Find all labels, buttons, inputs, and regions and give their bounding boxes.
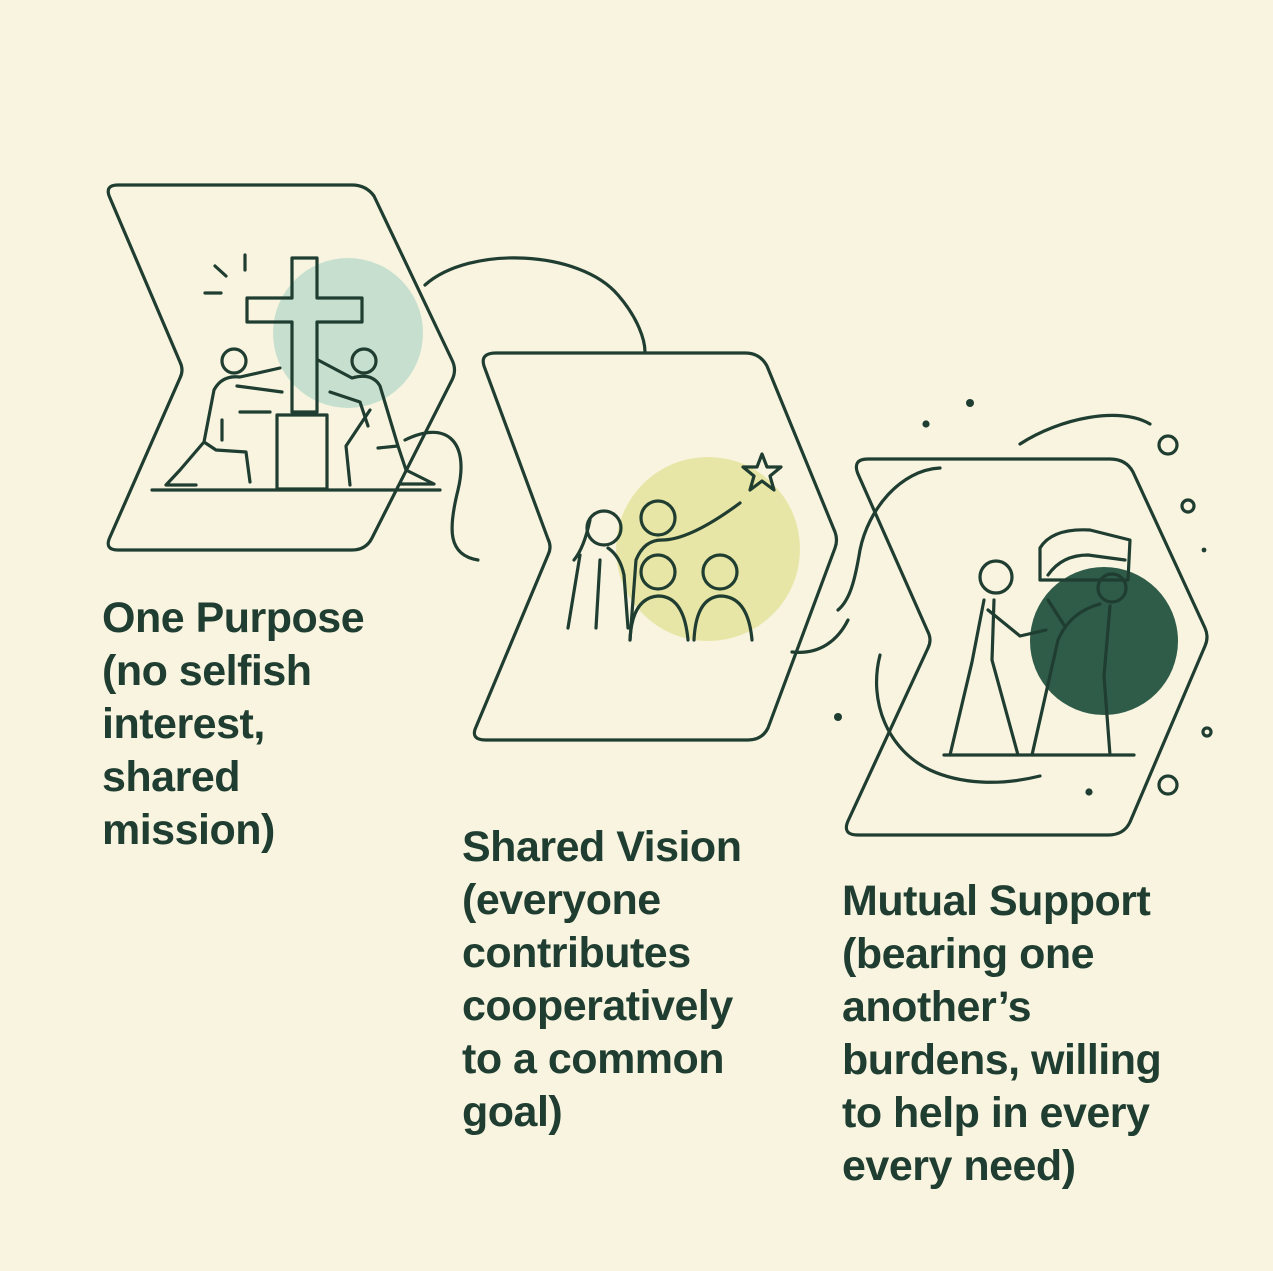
step-two-panel (472, 351, 839, 742)
step-two-caption: Shared Vision (everyone contributes coop… (462, 823, 742, 1136)
decor-ring (1201, 726, 1213, 738)
chevron-frame (472, 351, 839, 742)
mint-accent-circle (273, 258, 423, 408)
decor-ring (1157, 434, 1179, 456)
connector-2-to-3 (836, 466, 942, 612)
dark-green-accent-circle (1030, 567, 1178, 715)
two-people-raising-cross-icon (150, 253, 442, 492)
connector-1-to-2-lower (403, 430, 480, 562)
step-one-panel (106, 183, 457, 552)
group-pointing-to-star-icon (566, 452, 783, 642)
connector-1-to-2 (423, 256, 647, 354)
swirl-line (875, 413, 1152, 784)
decor-ring (1180, 498, 1196, 514)
connector-2-to-3-lower (790, 618, 850, 654)
decor-ring (1157, 774, 1179, 796)
step-three-panel (844, 413, 1213, 837)
step-three-caption: Mutual Support (bearing one another’s bu… (842, 877, 1162, 1190)
step-one-caption: One Purpose (no selfish interest, shared… (102, 594, 365, 854)
chevron-frame (844, 457, 1209, 837)
decor-dots (834, 399, 1207, 796)
chevron-frame (106, 183, 457, 552)
people-carrying-burden-icon (942, 528, 1136, 757)
